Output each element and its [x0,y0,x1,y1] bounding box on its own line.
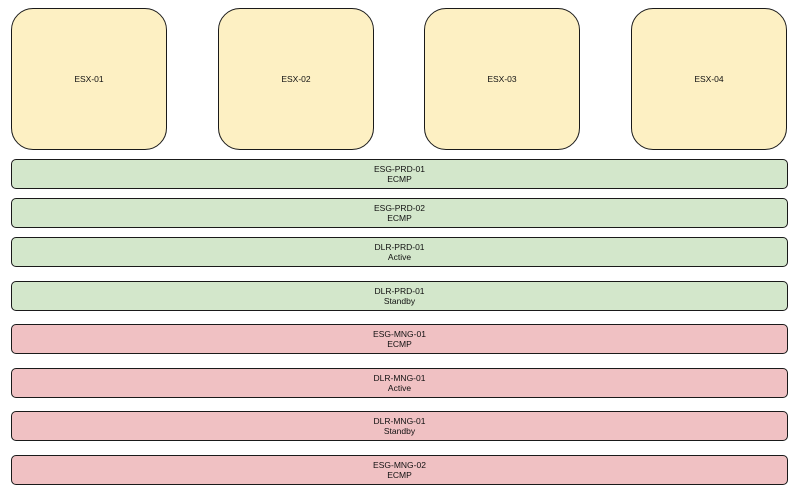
edge-name: ESG-PRD-02 [373,202,425,213]
edge-name: DLR-PRD-01 [374,285,425,296]
edge-name: DLR-MNG-01 [373,372,426,383]
edge-bar-dlr-mng-01-active: DLR-MNG-01 Active [11,368,788,398]
host-label: ESX-04 [694,74,724,84]
edge-name: DLR-PRD-01 [374,241,425,252]
edge-role: Active [387,252,412,262]
edge-bar-esg-mng-01: ESG-MNG-01 ECMP [11,324,788,354]
edge-bar-esg-prd-01: ESG-PRD-01 ECMP [11,159,788,189]
edge-bar-dlr-prd-01-standby: DLR-PRD-01 Standby [11,281,788,311]
edge-name: ESG-MNG-02 [373,459,426,470]
host-esx-03: ESX-03 [424,8,580,150]
edge-bar-esg-mng-02: ESG-MNG-02 ECMP [11,455,788,485]
edge-role: Standby [383,426,416,436]
edge-name: ESG-PRD-01 [373,163,425,174]
edge-role: Active [387,383,412,393]
edge-name: DLR-MNG-01 [373,415,426,426]
host-esx-02: ESX-02 [218,8,374,150]
edge-role: ECMP [387,339,412,349]
edge-bar-dlr-prd-01-active: DLR-PRD-01 Active [11,237,788,267]
host-esx-04: ESX-04 [631,8,787,150]
edge-role: Standby [383,296,416,306]
edge-role: ECMP [387,213,412,223]
edge-bar-esg-prd-02: ESG-PRD-02 ECMP [11,198,788,228]
edge-name: ESG-MNG-01 [373,328,426,339]
host-label: ESX-01 [74,74,104,84]
host-esx-01: ESX-01 [11,8,167,150]
host-label: ESX-02 [281,74,311,84]
edge-role: ECMP [387,174,412,184]
edge-bar-dlr-mng-01-standby: DLR-MNG-01 Standby [11,411,788,441]
host-label: ESX-03 [487,74,517,84]
edge-role: ECMP [387,470,412,480]
